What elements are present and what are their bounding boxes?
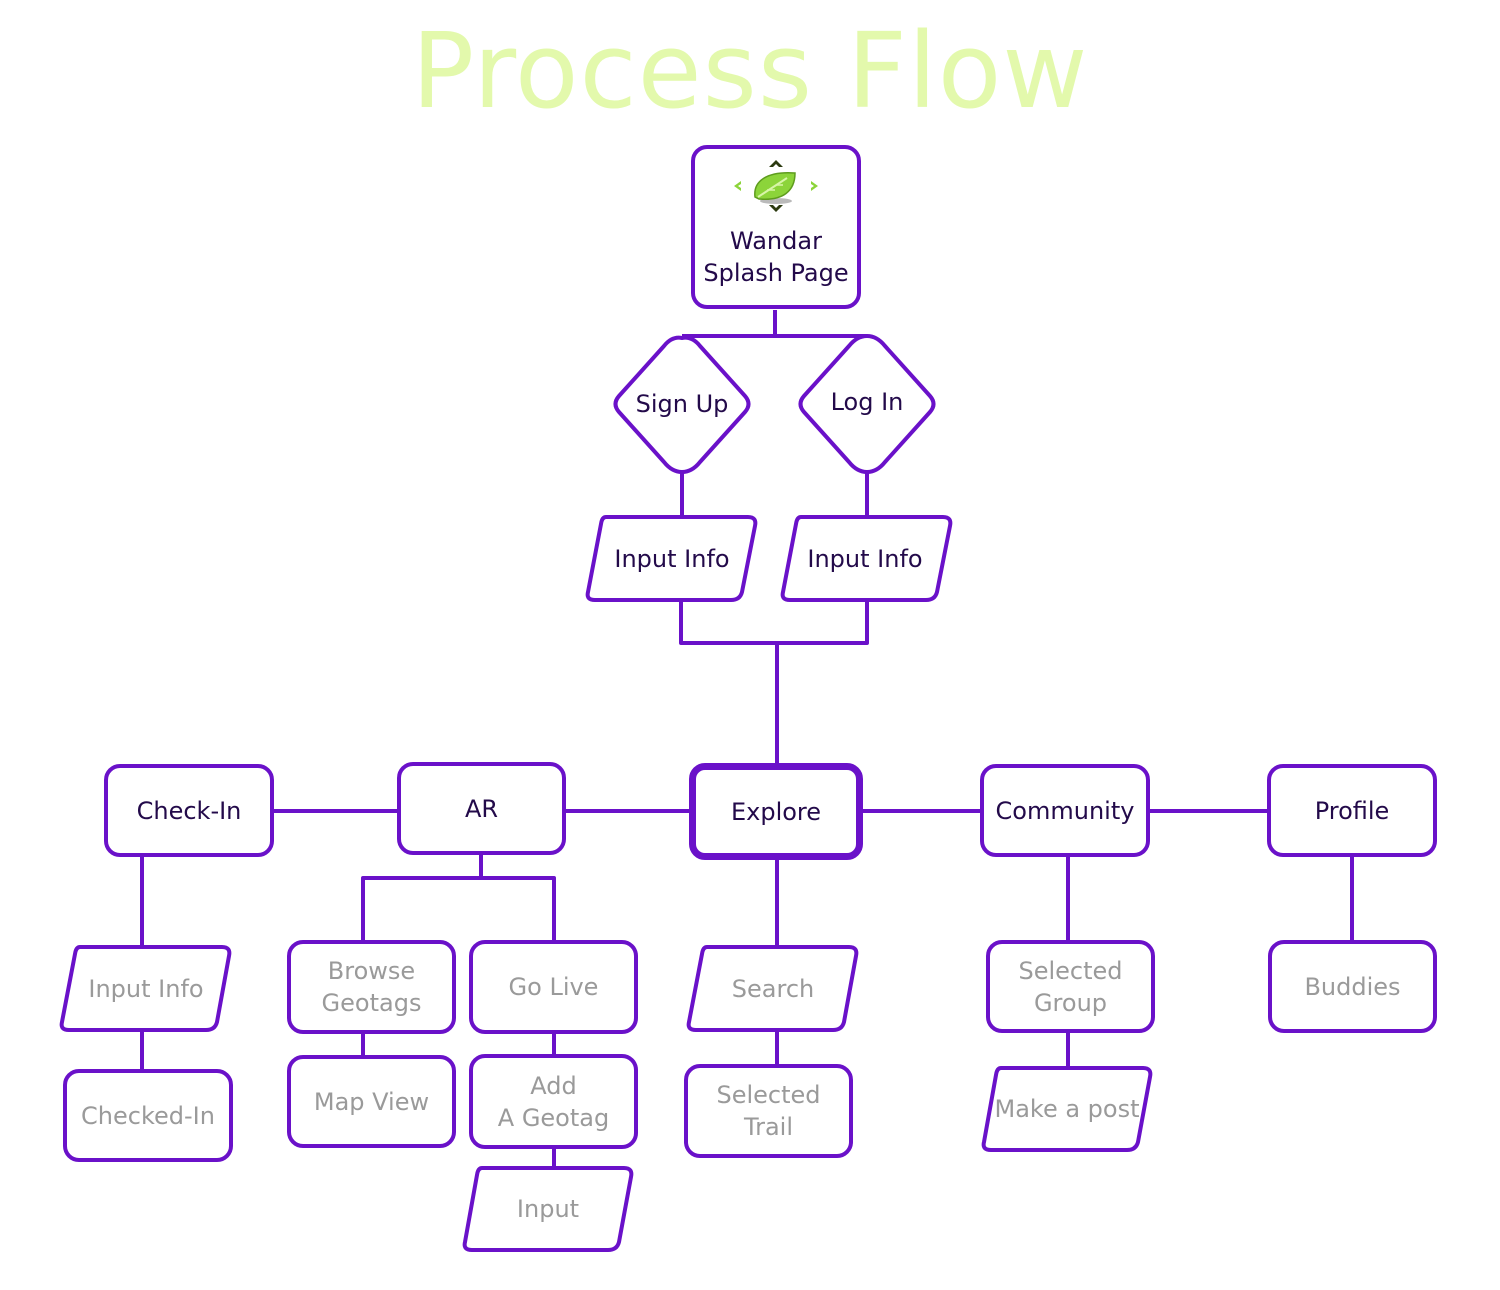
log-in-label: Log In <box>830 388 904 416</box>
ar-node: AR <box>397 762 566 855</box>
ar-label: AR <box>464 794 499 823</box>
login-input-info-node: Input Info <box>781 517 949 600</box>
sign-up-label: Sign Up <box>635 390 729 418</box>
para-make-post-shape <box>981 1066 1153 1152</box>
input-label: Input <box>516 1195 580 1223</box>
diamond-sign-up-shape <box>613 335 751 474</box>
diamond-log-in-shape <box>798 334 936 474</box>
diagram-title: Process Flow <box>411 10 1089 132</box>
check-in-node: Check-In <box>104 764 274 857</box>
checkin-input-info-node: Input Info <box>62 947 230 1030</box>
selected-group-node: Selected Group <box>986 940 1155 1033</box>
explore-node: Explore <box>689 763 863 860</box>
buddies-label: Buddies <box>1304 972 1401 1001</box>
map-view-label: Map View <box>313 1087 430 1116</box>
sign-up-decision: Sign Up <box>612 336 752 472</box>
para-checkin-input-shape <box>59 945 232 1032</box>
browse-geotags-label: Browse Geotags <box>321 957 422 1017</box>
connector-inputs-merge <box>679 600 869 764</box>
splash-page-label: Wandar Splash Page <box>703 227 849 287</box>
para-login-input-shape <box>780 515 953 602</box>
community-node: Community <box>980 764 1150 857</box>
make-post-label: Make a post <box>994 1095 1140 1123</box>
selected-trail-node: Selected Trail <box>684 1064 853 1158</box>
checked-in-node: Checked-In <box>63 1069 233 1162</box>
log-in-decision: Log In <box>797 334 937 470</box>
connector-splash-branches <box>682 310 867 338</box>
buddies-node: Buddies <box>1268 940 1437 1033</box>
profile-label: Profile <box>1314 796 1390 825</box>
browse-geotags-node: Browse Geotags <box>287 940 456 1034</box>
explore-label: Explore <box>730 797 822 826</box>
search-node: Search <box>689 947 857 1030</box>
checked-in-label: Checked-In <box>81 1101 215 1130</box>
connector-ar-branches <box>361 855 556 940</box>
selected-trail-label: Selected Trail <box>716 1081 821 1141</box>
login-input-info-label: Input Info <box>807 544 923 573</box>
go-live-node: Go Live <box>469 940 638 1034</box>
check-in-label: Check-In <box>136 796 242 825</box>
para-signup-input-shape <box>585 515 758 602</box>
splash-page-node: Wandar Splash Page <box>691 145 861 309</box>
input-node: Input <box>465 1168 631 1250</box>
para-input-shape <box>462 1166 634 1252</box>
map-view-node: Map View <box>287 1055 456 1148</box>
checkin-input-info-label: Input Info <box>88 974 204 1003</box>
signup-input-info-label: Input Info <box>614 544 730 573</box>
add-geotag-node: Add A Geotag <box>469 1054 638 1149</box>
go-live-label: Go Live <box>508 973 599 1001</box>
add-geotag-label: Add A Geotag <box>497 1071 610 1132</box>
make-post-node: Make a post <box>982 1068 1152 1150</box>
leaf-ar-logo-icon <box>731 157 821 215</box>
search-label: Search <box>731 974 815 1003</box>
selected-group-label: Selected Group <box>1018 956 1123 1017</box>
signup-input-info-node: Input Info <box>588 517 756 600</box>
para-search-shape <box>686 945 859 1032</box>
community-label: Community <box>995 796 1135 825</box>
profile-node: Profile <box>1267 764 1437 857</box>
